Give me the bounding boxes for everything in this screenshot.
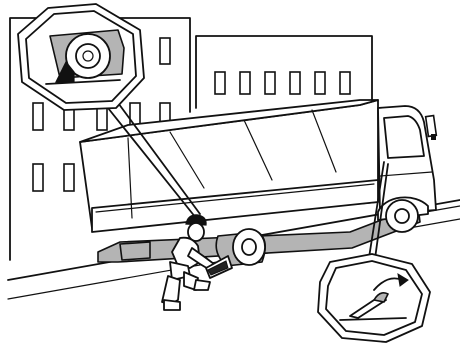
side-mirror bbox=[426, 116, 437, 137]
callout-frame-brake bbox=[318, 254, 430, 342]
worker bbox=[162, 215, 214, 310]
right-building bbox=[196, 36, 372, 112]
rear-step bbox=[120, 242, 150, 260]
worker-foot-front bbox=[194, 280, 210, 290]
worker-foot-back bbox=[164, 300, 180, 310]
cargo-box bbox=[80, 100, 378, 232]
